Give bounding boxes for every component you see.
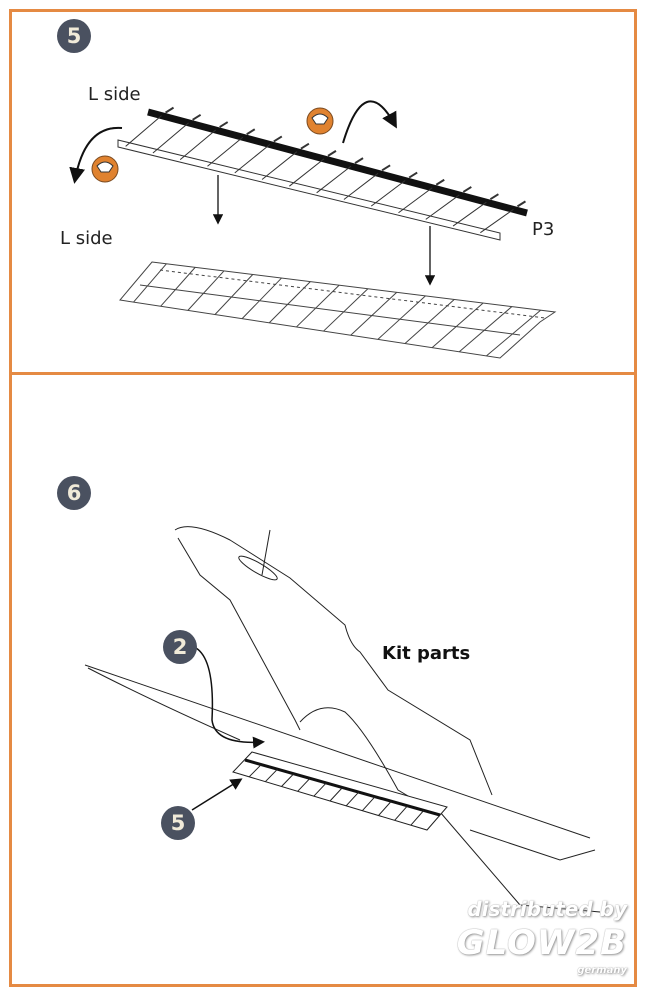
flap-rib (268, 281, 311, 324)
glue-icon (306, 107, 334, 135)
flap-rib (404, 299, 455, 344)
ladder-rung (207, 136, 244, 167)
flap-rib (296, 284, 340, 328)
ladder-rung (370, 180, 406, 207)
watermark-line1: distributed by (467, 897, 627, 921)
flap-rib (214, 274, 254, 315)
ladder-rung (261, 151, 298, 180)
l-side-label-bottom: L side (60, 228, 113, 249)
flap-rib (160, 267, 196, 307)
callout-badge-5: 5 (161, 806, 195, 840)
ladder-rung (125, 115, 162, 147)
ladder-tab (354, 157, 364, 164)
flap-rib (187, 270, 225, 311)
ladder-tab (408, 171, 418, 179)
step-6-panel (9, 372, 637, 987)
l-side-label-top: L side (88, 84, 141, 105)
ladder-tab (246, 128, 256, 136)
ladder-rung (378, 800, 392, 816)
ladder-rung (398, 187, 433, 214)
callout-5-leader (191, 778, 243, 811)
kit-parts-label: Kit parts (382, 643, 471, 664)
ladder-rung (289, 158, 325, 187)
watermark-logo: GLOW2B (456, 923, 627, 963)
ladder-rung (361, 796, 376, 812)
ladder-rung (297, 777, 311, 792)
ladder-tab (435, 178, 445, 186)
flap-rib (377, 295, 426, 340)
ladder-rung (313, 782, 327, 797)
ladder-rung (343, 172, 379, 200)
flap-rib (458, 306, 513, 353)
ladder-rung (152, 122, 189, 154)
ladder-rung (234, 144, 271, 174)
flap-rib (133, 263, 167, 303)
ladder-tab (300, 142, 310, 150)
distributor-watermark: distributed by GLOW2B germany (457, 896, 627, 978)
ladder-tab (489, 193, 499, 201)
flap-rib (431, 302, 484, 349)
ladder-tab (165, 106, 175, 114)
ladder-tab (327, 150, 337, 157)
ladder-tab (192, 113, 202, 121)
ladder-rung (410, 810, 425, 826)
flap-rib (241, 277, 282, 319)
rotate-arrow (69, 126, 123, 184)
ladder-rung (425, 194, 460, 220)
ladder-rung (329, 787, 343, 802)
ladder-rung (179, 129, 216, 160)
photo-etch-part-5-installed (232, 751, 448, 831)
flap-part (119, 261, 557, 359)
ladder-rung (248, 764, 262, 778)
photo-etch-part-p3 (117, 106, 528, 241)
ladder-rung (345, 791, 360, 807)
flap-rib (350, 291, 398, 336)
ladder-tab (273, 135, 283, 143)
watermark-line3: germany (577, 965, 627, 976)
rotate-arrow (342, 100, 397, 144)
step-number-badge: 6 (57, 476, 91, 510)
ladder-rung (281, 773, 295, 787)
ladder-rung (394, 805, 408, 821)
ladder-rung (264, 768, 278, 783)
glue-icon (91, 155, 119, 183)
part-p3-label: P3 (532, 219, 555, 240)
ladder-rung (480, 208, 514, 234)
ladder-rung (452, 201, 487, 227)
callout-badge-2: 2 (163, 630, 197, 664)
flap-rib (323, 288, 369, 332)
ladder-tab (381, 164, 391, 172)
ladder-rung (316, 165, 352, 194)
ladder-tab (516, 200, 526, 208)
callout-2-leader (195, 647, 265, 749)
ladder-tab (462, 186, 472, 193)
black-rail (147, 108, 528, 217)
ladder-tab (219, 121, 229, 128)
step-number-badge: 5 (57, 19, 91, 53)
aircraft-outline (84, 526, 601, 913)
flap-rib (486, 309, 541, 357)
